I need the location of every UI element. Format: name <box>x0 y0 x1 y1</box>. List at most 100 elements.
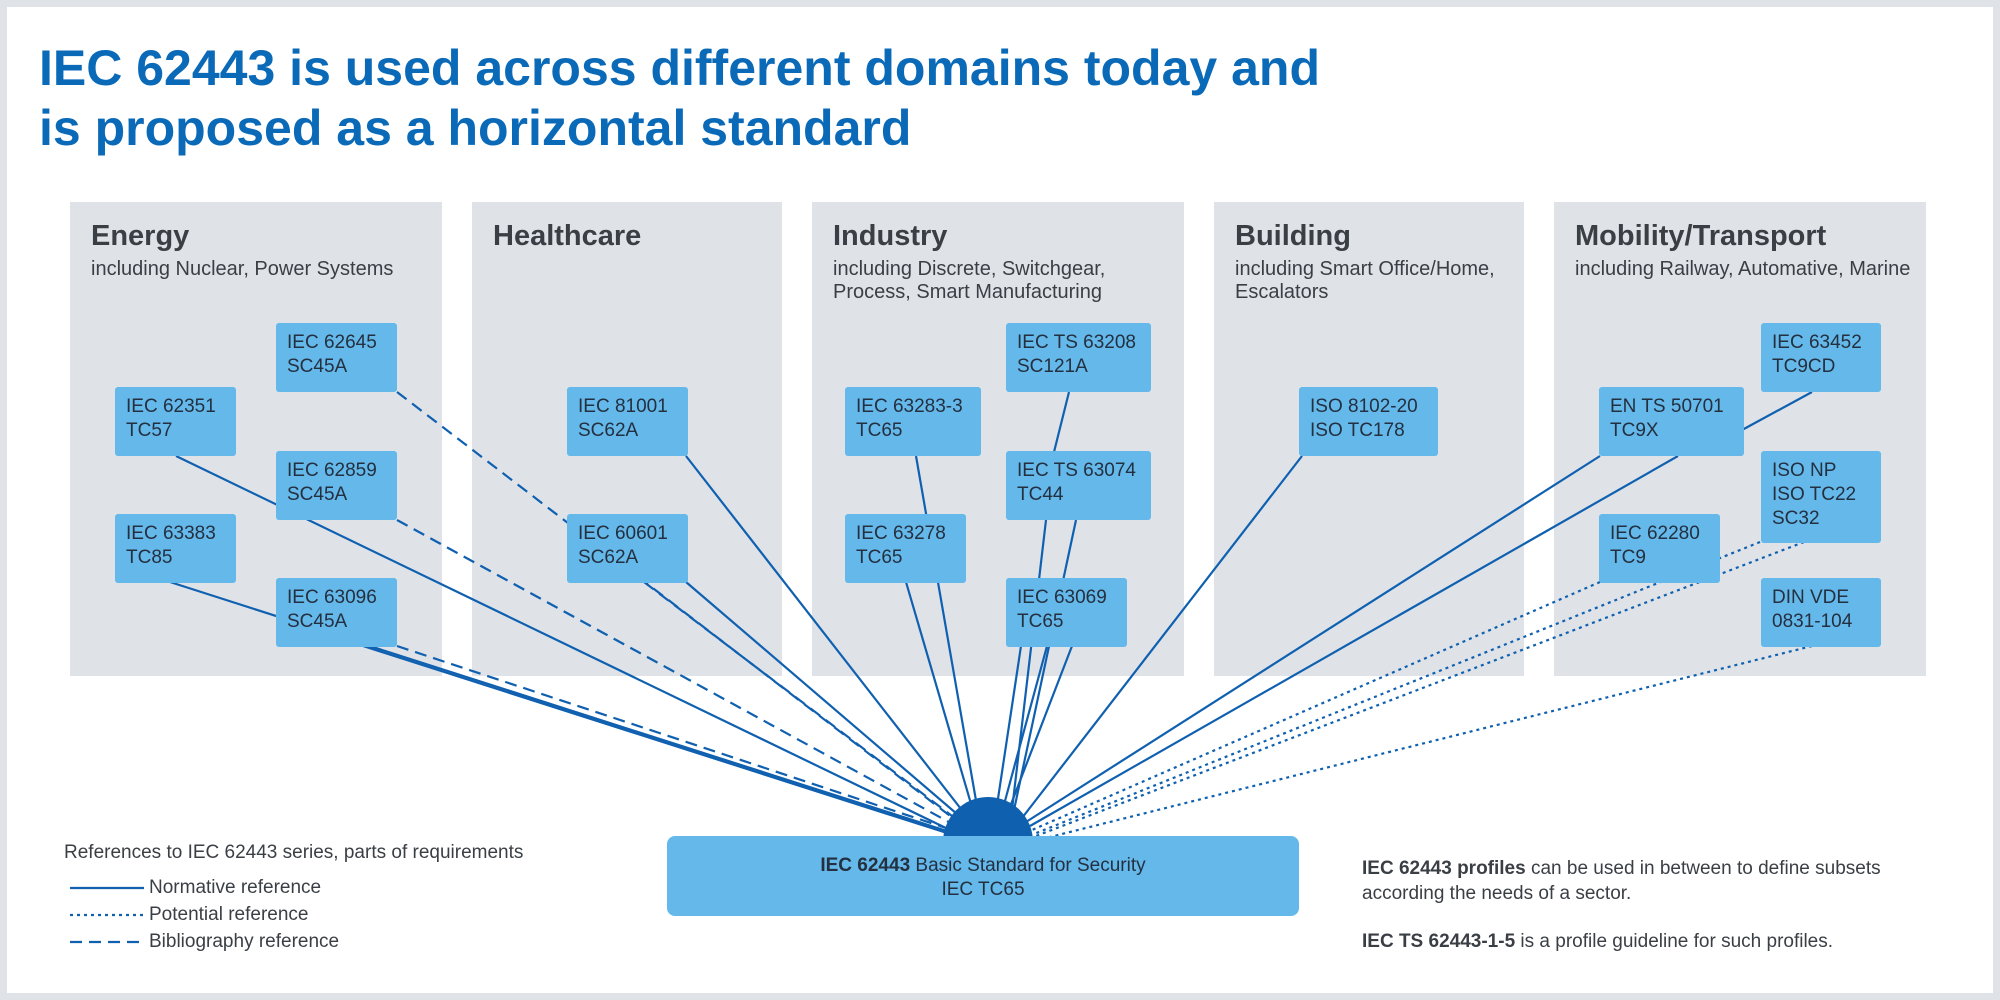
standard-box: IEC 60601 SC62A <box>567 514 688 583</box>
standard-committee: SC62A <box>578 547 639 568</box>
standard-committee: 0831-104 <box>1772 611 1853 632</box>
potential-line-iso-np <box>1033 540 1761 836</box>
normative-line-en-ts-50701-b <box>1029 455 1679 827</box>
standard-box: IEC 81001 SC62A <box>567 387 688 456</box>
standard-box: IEC 63069 TC65 <box>1006 578 1127 647</box>
title-line-2: is proposed as a horizontal standard <box>39 100 912 156</box>
standard-code: IEC 63069 <box>1017 587 1107 608</box>
domain-subtitle: including Smart Office/Home, Escalators <box>1235 258 1495 303</box>
base-standard-description: Basic Standard for Security <box>910 855 1146 876</box>
standard-committee: SC45A <box>287 356 348 377</box>
standard-subcommittee: SC32 <box>1772 508 1820 529</box>
standard-box: ISO NP ISO TC22 SC32 <box>1761 451 1881 543</box>
normative-line-iec-ts-63208 <box>1052 391 1071 453</box>
base-standard-committee: IEC TC65 <box>941 879 1025 900</box>
standard-committee: SC121A <box>1017 356 1088 377</box>
normative-line-iec-60601 <box>685 581 965 821</box>
standard-committee: TC65 <box>856 547 903 568</box>
legend-normative: Normative reference <box>64 877 464 901</box>
standard-committee: TC85 <box>126 547 173 568</box>
standard-code: IEC TS 63208 <box>1017 332 1137 353</box>
standard-committee: SC45A <box>287 611 348 632</box>
domain-name: Mobility/Transport <box>1575 220 1827 252</box>
domain-subtitle: including Discrete, Switchgear, Process,… <box>833 258 1106 303</box>
standard-code: IEC 63452 <box>1772 332 1862 353</box>
standard-box: IEC TS 63074 TC44 <box>1006 451 1151 520</box>
standard-code: ISO 8102-20 <box>1310 396 1418 417</box>
standard-code: IEC 81001 <box>578 396 668 417</box>
standard-box: IEC 62280 TC9 <box>1599 514 1720 583</box>
normative-line-en-ts-50701-a <box>1025 455 1601 823</box>
legend-title: References to IEC 62443 series, parts of… <box>64 842 524 863</box>
normative-line-iec-63069-b <box>1000 645 1049 813</box>
normative-line-iec-63283-3 <box>914 455 980 813</box>
potential-line-iec-62280 <box>1031 580 1601 832</box>
normative-line-iec-63069-a <box>994 645 1023 813</box>
standard-committee: SC62A <box>578 420 639 441</box>
bibliography-line-iec-60601 <box>643 581 961 823</box>
domain-subtitle: including Railway, Automative, Marine <box>1575 258 1911 280</box>
legend-bibliography: Bibliography reference <box>64 931 464 955</box>
profiles-note-bold: IEC 62443 profiles <box>1362 858 1526 879</box>
standard-committee: TC65 <box>856 420 903 441</box>
standard-code: ISO NP <box>1772 460 1837 481</box>
title-line-1: IEC 62443 is used across different domai… <box>39 40 1320 96</box>
legend-potential-label: Potential reference <box>149 904 309 925</box>
profiles-note: IEC 62443 profiles can be used in betwee… <box>1362 856 1922 906</box>
standard-code: IEC 63278 <box>856 523 946 544</box>
standard-box: EN TS 50701 TC9X <box>1599 387 1744 456</box>
standard-box: IEC 63278 TC65 <box>845 514 966 583</box>
base-standard-code: IEC 62443 <box>820 855 911 876</box>
potential-line-iso-np-b <box>1035 540 1805 838</box>
standard-committee: TC9 <box>1610 547 1646 568</box>
domain-name: Building <box>1235 220 1351 252</box>
standard-box: IEC 63452 TC9CD <box>1761 323 1881 392</box>
standard-code: DIN VDE <box>1772 587 1850 608</box>
domain-name: Energy <box>91 220 190 252</box>
normative-line-iec-ts-63074-b <box>1012 519 1078 811</box>
domain-subtitle: including Nuclear, Power Systems <box>91 258 394 280</box>
base-hub <box>943 797 1033 842</box>
page-title: IEC 62443 is used across different domai… <box>39 38 1320 158</box>
standard-box: IEC 62351 TC57 <box>115 387 236 456</box>
legend-bibliography-label: Bibliography reference <box>149 931 340 952</box>
dashed-line-icon <box>70 940 144 944</box>
dotted-line-icon <box>70 913 144 917</box>
potential-line-din-vde <box>1037 644 1813 842</box>
standard-code: IEC 60601 <box>578 523 668 544</box>
base-standard-box: IEC 62443 Basic Standard for Security IE… <box>667 836 1299 916</box>
standard-committee: TC9CD <box>1772 356 1836 377</box>
bibliography-line-iec-62859 <box>396 519 957 827</box>
normative-line-iec-63452 <box>1741 391 1813 431</box>
standard-box: IEC 63283-3 TC65 <box>845 387 981 456</box>
standard-box: DIN VDE 0831-104 <box>1761 578 1881 647</box>
standard-committee: ISO TC178 <box>1310 420 1405 441</box>
legend-potential: Potential reference <box>64 904 464 928</box>
standard-code: IEC 63283-3 <box>856 396 963 417</box>
standard-box: IEC TS 63208 SC121A <box>1006 323 1151 392</box>
normative-line-iec-63278 <box>904 581 976 815</box>
standard-committee: TC57 <box>126 420 173 441</box>
normative-line-iec-63096 <box>362 644 951 836</box>
standard-code: IEC TS 63074 <box>1017 460 1137 481</box>
standard-code: IEC 62645 <box>287 332 377 353</box>
standard-committee: TC44 <box>1017 484 1064 505</box>
standard-box: IEC 63383 TC85 <box>115 514 236 583</box>
guideline-note-bold: IEC TS 62443-1-5 <box>1362 931 1516 952</box>
standard-code: IEC 62280 <box>1610 523 1700 544</box>
standard-committee: SC45A <box>287 484 348 505</box>
standard-code: IEC 62351 <box>126 396 216 417</box>
bibliography-line-iec-63096 <box>396 644 953 832</box>
standard-box: IEC 63096 SC45A <box>276 578 397 647</box>
standard-committee: ISO TC22 <box>1772 484 1857 505</box>
guideline-note: IEC TS 62443-1-5 is a profile guideline … <box>1362 929 1922 954</box>
standard-box: IEC 62645 SC45A <box>276 323 397 392</box>
profiles-note-text: can be used in between to define subsets… <box>1362 858 1881 904</box>
standard-box: IEC 62859 SC45A <box>276 451 397 520</box>
legend-normative-label: Normative reference <box>149 877 322 898</box>
domain-name: Industry <box>833 220 948 252</box>
solid-line-icon <box>70 886 144 890</box>
normative-line-iec-63069-c <box>1006 645 1074 813</box>
normative-line-iso-8102-20 <box>1021 455 1303 819</box>
